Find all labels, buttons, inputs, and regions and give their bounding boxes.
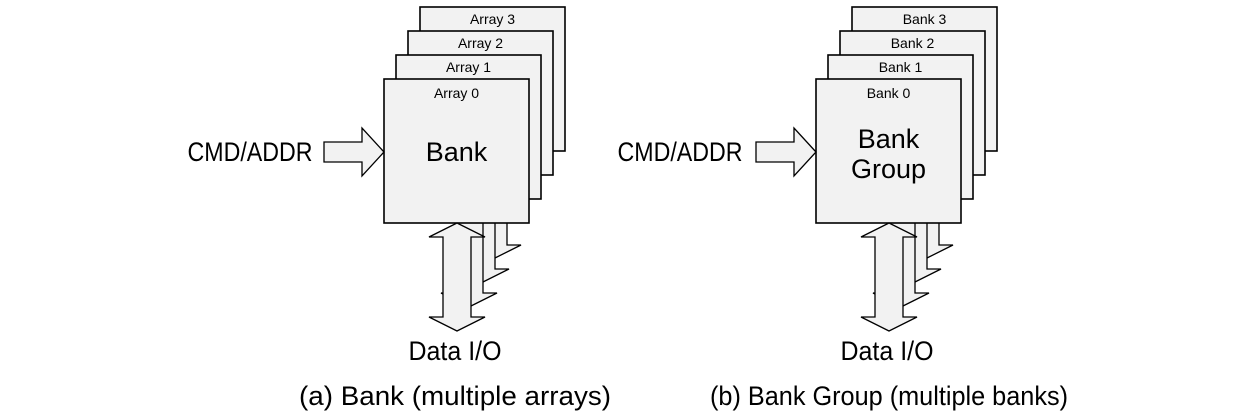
bank-group-box-title-line1: Bank bbox=[858, 124, 920, 154]
bank-box-title: Bank bbox=[426, 137, 488, 167]
caption-a: (a) Bank (multiple arrays) bbox=[299, 381, 611, 411]
array-0-box bbox=[383, 78, 530, 224]
bank-2-label: Bank 2 bbox=[891, 35, 935, 51]
data-io-label-a: Data I/O bbox=[409, 336, 502, 366]
diagram-bank: Array 3 Array 2 Array 1 Array 0 Bank CMD… bbox=[188, 6, 611, 411]
cmd-addr-label-b: CMD/ADDR bbox=[618, 137, 743, 167]
bank-group-box-title-line2: Group bbox=[851, 154, 926, 184]
array-3-label: Array 3 bbox=[470, 11, 515, 27]
cmd-addr-arrow-b bbox=[755, 127, 817, 177]
bank-0-label: Bank 0 bbox=[867, 85, 911, 101]
data-io-label-b: Data I/O bbox=[841, 336, 934, 366]
bank-0-box bbox=[815, 78, 962, 224]
caption-b: (b) Bank Group (multiple banks) bbox=[710, 381, 1068, 411]
bank-3-label: Bank 3 bbox=[903, 11, 947, 27]
cmd-addr-arrow-a bbox=[323, 127, 385, 177]
array-0-label: Array 0 bbox=[434, 85, 479, 101]
diagram-bank-group: Bank 3 Bank 2 Bank 1 Bank 0 Bank Group C… bbox=[618, 6, 1068, 411]
array-2-label: Array 2 bbox=[458, 35, 503, 51]
array-1-label: Array 1 bbox=[446, 59, 491, 75]
cmd-addr-label-a: CMD/ADDR bbox=[188, 137, 313, 167]
bank-1-label: Bank 1 bbox=[879, 59, 923, 75]
